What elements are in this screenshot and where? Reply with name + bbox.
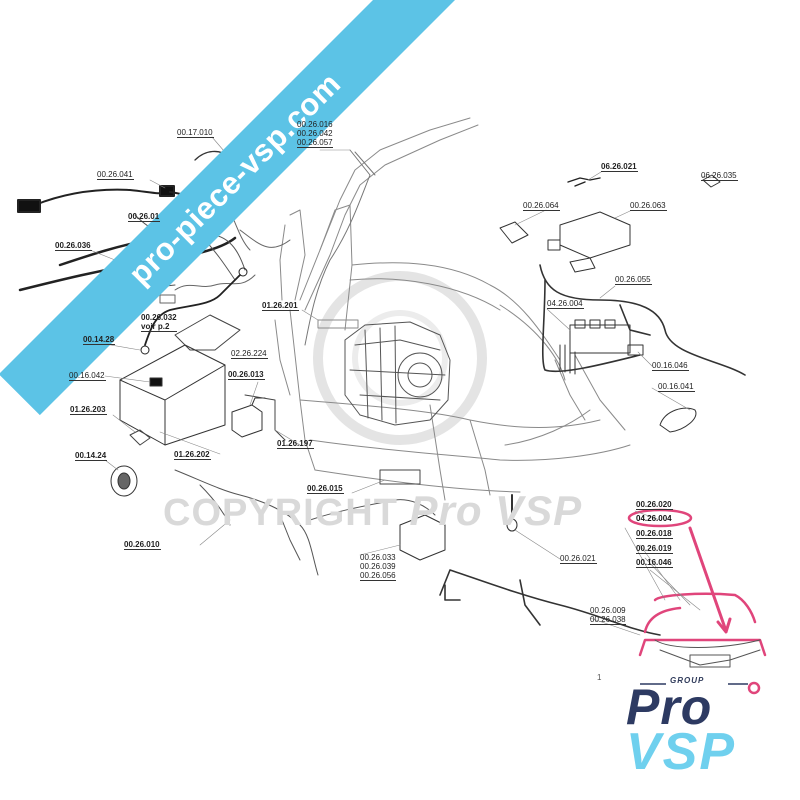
engine-block — [344, 321, 451, 426]
part-label-00-26-01x: 00.26.01 — [128, 212, 161, 222]
part-label-00-26-015: 00.26.015 — [307, 484, 344, 494]
remote-00-26-064 — [499, 221, 529, 244]
part-label-00-26-019: 00.26.019 — [636, 544, 673, 554]
part-label-00-26-010: 00.26.010 — [124, 540, 161, 550]
part-label-06-26-021: 06.26.021 — [601, 162, 638, 172]
part-label-02-26-224: 02.26.224 — [231, 349, 268, 359]
copyright-brand: Pro VSP — [409, 487, 583, 534]
module-00-26-033 — [399, 514, 446, 561]
highlight-car-detail — [654, 639, 761, 668]
horn-00-14-24 — [110, 465, 138, 497]
part-label-01-26-203: 01.26.203 — [70, 405, 107, 415]
highlight-ring — [627, 508, 693, 528]
part-label-00-16-046-top: 00.16.046 — [652, 361, 689, 371]
logo-group-text: GROUP — [670, 676, 705, 685]
part-label-00-14-28: 00.14.28 — [83, 335, 116, 345]
part-label-00-26-021: 00.26.021 — [560, 554, 597, 564]
harness-00-26-010 — [174, 469, 319, 576]
loose-wires-upper — [159, 199, 291, 304]
part-label-00-26-055: 00.26.055 — [615, 275, 652, 285]
part-label-00-14-24: 00.14.24 — [75, 451, 108, 461]
part-label-00-26-009: 00.26.009 — [590, 606, 626, 615]
bracket-01-26-197 — [244, 394, 286, 441]
part-label-00-26-009-group: 00.26.009 00.26.038 — [590, 606, 627, 625]
part-label-00-26-033-group: 00.26.033 00.26.039 00.26.056 — [360, 553, 397, 581]
provsp-logo: GROUP Pro VSP — [620, 660, 780, 790]
car-body-outline — [274, 117, 631, 501]
harness-00-26-055 — [539, 264, 746, 376]
logo-pro-text: Pro — [626, 679, 713, 735]
part-label-00-26-039: 00.26.039 — [360, 562, 396, 571]
part-label-00-16-041: 00.16.041 — [658, 382, 695, 392]
part-label-00-26-056: 00.26.056 — [360, 571, 396, 581]
harness-00-26-009 — [439, 569, 661, 636]
part-label-00-26-033: 00.26.033 — [360, 553, 396, 562]
part-label-04-26-004-highlight: 04.26.004 — [636, 514, 672, 523]
part-label-00-26-064: 00.26.064 — [523, 201, 560, 211]
logo-ring-icon — [640, 681, 761, 695]
part-label-06-26-035: 06.26.035 — [701, 171, 738, 181]
clip-01-26-203 — [129, 429, 151, 446]
main-harness-cable — [304, 149, 371, 346]
part-label-00-16-046-bottom: 00.16.046 — [636, 558, 673, 568]
watermark-circle-inner — [352, 310, 448, 406]
part-label-01-26-202: 01.26.202 — [174, 450, 211, 460]
part-label-00-26-032: 00.26.032 — [141, 313, 177, 322]
clip-06-26-035 — [702, 174, 721, 188]
part-label-04-26-004-top: 04.26.004 — [547, 299, 584, 309]
harness-00-26-015 — [309, 499, 436, 521]
part-label-00-26-032-group: 00.26.032 voir p.2 — [141, 313, 178, 332]
remote-00-16-041 — [659, 407, 697, 433]
highlight-arrow — [688, 526, 727, 630]
part-label-00-26-013: 00.26.013 — [228, 370, 265, 380]
part-label-00-26-038: 00.26.038 — [590, 615, 626, 625]
part-label-00-26-020: 00.26.020 — [636, 500, 673, 510]
watermark-circle — [313, 271, 487, 445]
part-label-01-26-201: 01.26.201 — [262, 301, 299, 311]
battery-box — [119, 344, 226, 446]
part-label-00-26-057: 00.26.057 — [297, 138, 333, 148]
part-label-01-26-197: 01.26.197 — [277, 439, 314, 449]
part-label-00-26-036: 00.26.036 — [55, 241, 92, 251]
clip-06-26-021 — [567, 177, 601, 187]
copyright-prefix: COPYRIGHT — [163, 492, 398, 534]
part-label-00-26-063: 00.26.063 — [630, 201, 667, 211]
part-label-00-26-041: 00.26.041 — [97, 170, 134, 180]
page-number: 1 — [597, 673, 602, 682]
part-label-00-26-042: 00.26.042 — [297, 129, 333, 138]
grommet-00-26-021 — [506, 518, 518, 532]
connector-block-04-26-004 — [559, 319, 644, 375]
part-label-00-16-042: 00.16.042 — [69, 371, 106, 381]
copyright-watermark: COPYRIGHT Pro VSP — [163, 487, 582, 535]
part-label-voir-p2: voir p.2 — [141, 322, 177, 332]
part-label-00-26-018: 00.26.018 — [636, 529, 673, 539]
part-label-00-26-016: 00.26.016 — [297, 120, 333, 129]
logo-vsp-text: VSP — [626, 723, 737, 781]
plate-02-26-224 — [174, 314, 241, 351]
highlight-car-icon — [638, 592, 767, 657]
control-unit-00-26-063 — [547, 211, 631, 273]
part-label-00-17-010: 00.17.010 — [177, 128, 214, 138]
relay-00-26-013 — [231, 404, 263, 438]
part-label-00-26-016-group: 00.26.016 00.26.042 00.26.057 — [297, 120, 334, 148]
